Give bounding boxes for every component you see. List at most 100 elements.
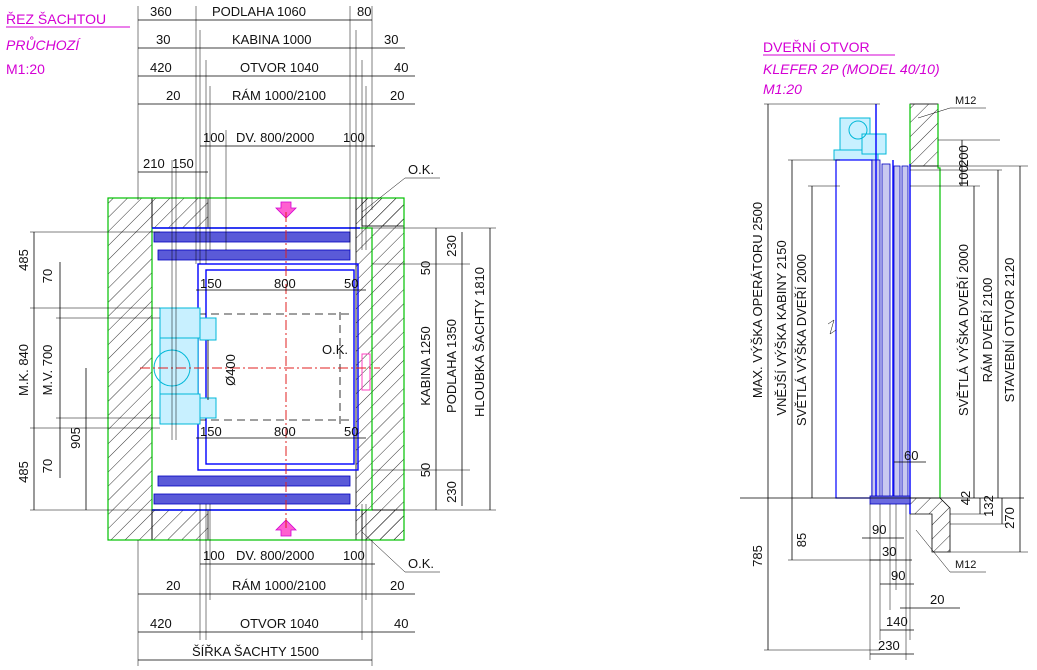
diameter-400: Ø400 bbox=[223, 354, 238, 386]
door-opening-scale: M1:20 bbox=[763, 81, 802, 97]
bottom-dim-20-right: 20 bbox=[390, 578, 404, 593]
top-dim-150: 150 bbox=[172, 156, 194, 171]
inner-top-150: 150 bbox=[200, 276, 222, 291]
top-right-wall bbox=[361, 197, 405, 227]
dim-max-operator-2500: MAX. VÝŠKA OPERÁTORU 2500 bbox=[750, 202, 765, 398]
top-dim-20-right: 20 bbox=[390, 88, 404, 103]
car-inner-outline bbox=[205, 269, 355, 465]
bottom-dim-100-left: 100 bbox=[203, 548, 225, 563]
dim-230: 230 bbox=[878, 638, 900, 653]
dim-90-bottom: 90 bbox=[891, 568, 905, 583]
top-dim-100-left: 100 bbox=[203, 130, 225, 145]
top-dim-car-1000: KABINA 1000 bbox=[232, 32, 312, 47]
dim-outer-car-2150: VNĚJŠÍ VÝŠKA KABINY 2150 bbox=[774, 240, 789, 415]
shaft-outline bbox=[107, 197, 405, 541]
right-dimensions: 230 50 KABINA 1250 PODLAHA 1350 HLOUBKA … bbox=[372, 227, 496, 511]
top-dim-door: DV. 800/2000 bbox=[236, 130, 314, 145]
left-dim-485-bottom: 485 bbox=[16, 461, 31, 483]
top-dim-20-left: 20 bbox=[166, 88, 180, 103]
bottom-door-assembly bbox=[152, 475, 360, 537]
sill bbox=[869, 495, 911, 505]
floor-hatch bbox=[909, 497, 951, 553]
dim-60: 60 bbox=[904, 448, 918, 463]
bolt-labels: M12 M12 bbox=[915, 95, 986, 573]
rail-bracket-top bbox=[159, 307, 201, 339]
rail-body bbox=[159, 337, 199, 395]
inner-bottom-800: 800 bbox=[274, 424, 296, 439]
right-dim-50-top: 50 bbox=[418, 261, 433, 275]
bolt-label-top: M12 bbox=[955, 95, 976, 107]
dim-200: 200 bbox=[956, 145, 971, 167]
inner-top-800: 800 bbox=[274, 276, 296, 291]
bolt-label-bottom: M12 bbox=[955, 559, 976, 571]
top-dim-30-right: 30 bbox=[384, 32, 398, 47]
ok-labels: O.K. O.K. O.K. bbox=[322, 162, 440, 573]
door-operator bbox=[833, 117, 887, 161]
bottom-left-wall bbox=[151, 509, 209, 541]
door-opening-subtitle: KLEFER 2P (MODEL 40/10) bbox=[763, 61, 940, 77]
top-dim-40: 40 bbox=[394, 60, 408, 75]
operator-pulley bbox=[848, 120, 868, 140]
break-mark bbox=[827, 319, 837, 335]
bottom-door-panel-1 bbox=[153, 493, 351, 505]
top-dim-360: 360 bbox=[150, 4, 172, 19]
dim-clear-door-2000-right: SVĚTLÁ VÝŠKA DVEŘÍ 2000 bbox=[956, 244, 971, 416]
inner-top-50: 50 bbox=[344, 276, 358, 291]
top-dim-30-left: 30 bbox=[156, 32, 170, 47]
right-dim-shaft-depth-1810: HLOUBKA ŠACHTY 1810 bbox=[472, 267, 487, 417]
rail-bracket-bottom bbox=[159, 393, 201, 425]
left-dim-905: 905 bbox=[68, 427, 83, 449]
top-dim-210: 210 bbox=[143, 156, 165, 171]
left-dim-485-top: 485 bbox=[16, 249, 31, 271]
door-opening-title: DVEŘNÍ OTVOR bbox=[763, 39, 870, 55]
left-dim-70-top: 70 bbox=[40, 269, 55, 283]
dim-270: 270 bbox=[1002, 507, 1017, 529]
door-opening-view: DVEŘNÍ OTVOR KLEFER 2P (MODEL 40/10) M1:… bbox=[740, 39, 1028, 660]
bottom-dim-shaft-width-1500: ŠÍŘKA ŠACHTY 1500 bbox=[192, 644, 319, 659]
bottom-door-panel-2 bbox=[157, 475, 351, 487]
dim-100: 100 bbox=[956, 165, 971, 187]
bottom-dim-420: 420 bbox=[150, 616, 172, 631]
door-left-dimensions: MAX. VÝŠKA OPERÁTORU 2500 VNĚJŠÍ VÝŠKA K… bbox=[750, 103, 880, 651]
guide-rail-assembly bbox=[153, 307, 217, 425]
bottom-dim-door: DV. 800/2000 bbox=[236, 548, 314, 563]
top-dim-floor-1060: PODLAHA 1060 bbox=[212, 4, 306, 19]
right-wall bbox=[355, 197, 405, 541]
door-section bbox=[827, 104, 911, 514]
door-right-dimensions: 200 100 SVĚTLÁ VÝŠKA DVEŘÍ 2000 RÁM DVEŘ… bbox=[910, 139, 1028, 553]
ok-label-bottom: O.K. bbox=[408, 556, 434, 571]
top-left-wall bbox=[151, 197, 209, 229]
shaft-section-view: ŘEZ ŠACHTOU PRŮCHOZÍ M1:20 bbox=[6, 4, 496, 666]
dim-132: 132 bbox=[981, 495, 996, 517]
bottom-dim-opening-1040: OTVOR 1040 bbox=[240, 616, 319, 631]
top-dim-100-right: 100 bbox=[343, 130, 365, 145]
right-dim-floor-1350: PODLAHA 1350 bbox=[444, 319, 459, 413]
top-dim-420: 420 bbox=[150, 60, 172, 75]
ok-label-center: O.K. bbox=[322, 342, 348, 357]
lintel-hatch bbox=[909, 103, 939, 167]
dim-door-frame-2100: RÁM DVEŘÍ 2100 bbox=[980, 278, 995, 383]
dim-140: 140 bbox=[886, 614, 908, 629]
left-dim-70-bottom: 70 bbox=[40, 459, 55, 473]
right-dim-230-top: 230 bbox=[444, 235, 459, 257]
bottom-dim-frame: RÁM 1000/2100 bbox=[232, 578, 326, 593]
shaft-section-scale: M1:20 bbox=[6, 61, 45, 77]
ok-label-top: O.K. bbox=[408, 162, 434, 177]
inner-bottom-150: 150 bbox=[200, 424, 222, 439]
guide-shoe-bottom bbox=[199, 397, 217, 419]
left-dimensions: 485 70 M.K. 840 M.V. 700 905 70 485 bbox=[16, 231, 160, 511]
dim-clear-door-2000-left: SVĚTLÁ VÝŠKA DVEŘÍ 2000 bbox=[794, 254, 809, 426]
dim-785: 785 bbox=[750, 545, 765, 567]
dim-30: 30 bbox=[882, 544, 896, 559]
door-bottom-dimensions: 90 30 90 20 140 230 bbox=[862, 504, 960, 660]
bottom-dimensions: 100 DV. 800/2000 100 20 RÁM 1000/2100 20… bbox=[137, 504, 415, 666]
dim-85: 85 bbox=[794, 533, 809, 547]
wall-outline-right bbox=[937, 104, 941, 498]
dim-42: 42 bbox=[958, 491, 973, 505]
shaft-section-title: ŘEZ ŠACHTOU bbox=[6, 11, 106, 27]
car-wall-section bbox=[835, 159, 873, 499]
bottom-dim-40: 40 bbox=[394, 616, 408, 631]
shaft-section-subtitle: PRŮCHOZÍ bbox=[6, 35, 81, 53]
right-dim-230-bottom: 230 bbox=[444, 481, 459, 503]
